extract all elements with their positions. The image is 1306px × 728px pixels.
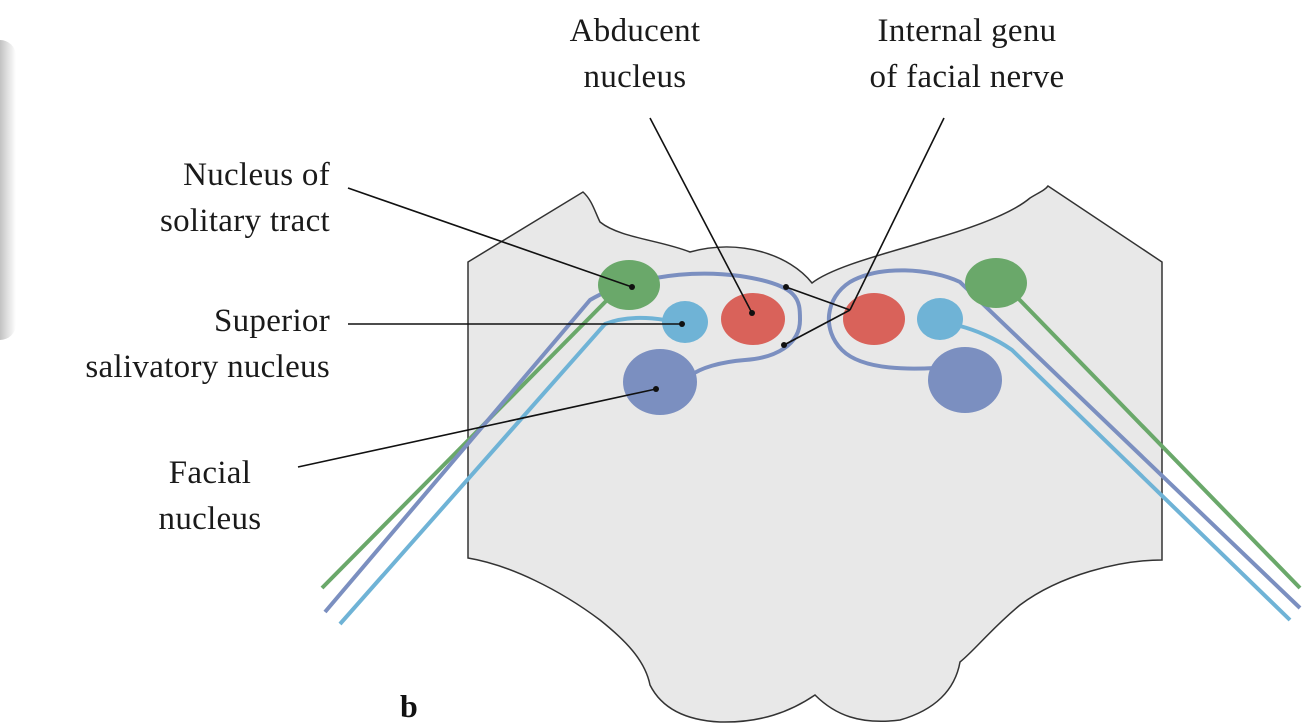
salivatory-fiber-right xyxy=(959,324,1292,622)
dot-solitary xyxy=(629,284,635,290)
label-solitary-line1: Nucleus of xyxy=(183,157,330,193)
brainstem-section xyxy=(467,184,1163,723)
superior-salivatory-nucleus-right xyxy=(917,298,963,340)
leader-nucleus-solitary-tract xyxy=(347,187,633,288)
label-nucleus-solitary-tract: Nucleus of solitary tract xyxy=(60,152,330,244)
label-facial-line2: nucleus xyxy=(158,501,262,537)
superior-salivatory-nucleus-left xyxy=(662,301,708,343)
dot-abducent xyxy=(749,310,755,316)
abducent-nucleus-left xyxy=(721,293,785,345)
dot-salivatory xyxy=(679,321,685,327)
leader-abducent-nucleus xyxy=(649,117,753,314)
label-abducent-line2: nucleus xyxy=(583,59,687,95)
facial-nerve-fiber-right xyxy=(826,268,1302,610)
label-internal-genu: Internal genu of facial nerve xyxy=(832,8,1102,100)
label-solitary-line2: solitary tract xyxy=(159,203,330,239)
nucleus-solitary-tract-left xyxy=(598,260,660,310)
solitary-tract-fiber-right xyxy=(1008,288,1302,590)
scan-edge-shadow xyxy=(0,40,16,340)
panel-letter: b xyxy=(400,688,418,724)
dot-facial xyxy=(653,386,659,392)
label-superior-salivatory-nucleus: Superior salivatory nucleus xyxy=(0,298,330,390)
leader-internal-genu-main xyxy=(849,117,945,311)
dot-genu-lower xyxy=(781,342,787,348)
abducent-nucleus-right xyxy=(843,293,905,345)
dot-genu-upper xyxy=(783,284,789,290)
label-facial-nucleus: Facial nucleus xyxy=(110,450,310,542)
label-salivatory-line1: Superior xyxy=(213,303,330,339)
leader-internal-genu-lower xyxy=(783,309,851,346)
leader-facial-nucleus xyxy=(297,388,657,468)
label-salivatory-line2: salivatory nucleus xyxy=(85,349,330,385)
leader-internal-genu-upper xyxy=(785,286,851,311)
label-facial-line1: Facial xyxy=(168,455,252,491)
label-abducent-line1: Abducent xyxy=(569,13,701,49)
label-internal-genu-line1: Internal genu xyxy=(877,13,1057,49)
label-abducent-nucleus: Abducent nucleus xyxy=(540,8,730,100)
nucleus-solitary-tract-right xyxy=(965,258,1027,308)
facial-nucleus-left xyxy=(623,349,697,415)
facial-nucleus-right xyxy=(928,347,1002,413)
label-internal-genu-line2: of facial nerve xyxy=(869,59,1065,95)
